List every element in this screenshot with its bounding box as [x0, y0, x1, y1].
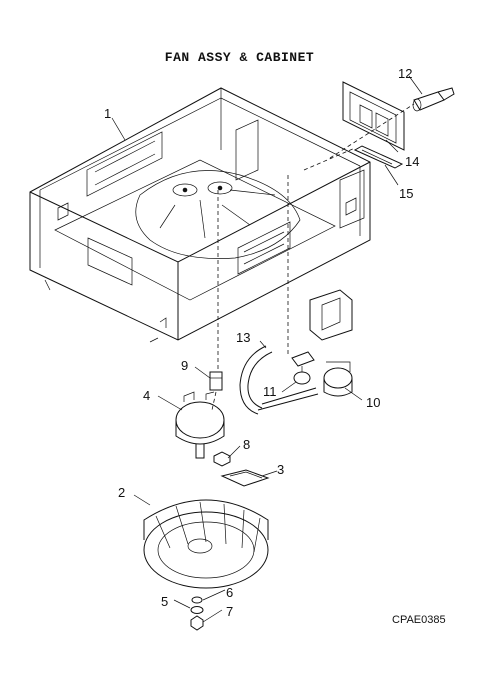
callout-11: 11: [263, 384, 277, 399]
callout-13: 13: [236, 330, 250, 345]
float-switch-part-11: [291, 351, 315, 385]
callout-15: 15: [399, 186, 413, 201]
coupling-part-9: [209, 371, 223, 391]
connector-part-12: [412, 87, 455, 112]
washer-part-5: [190, 606, 204, 614]
callout-5: 5: [161, 594, 168, 609]
callout-12: 12: [398, 66, 412, 81]
nut-part-7: [190, 615, 204, 631]
rail-part-15: [353, 145, 404, 169]
washer-part-6: [191, 596, 203, 604]
back-plate-part-14: [342, 81, 405, 151]
callout-1: 1: [104, 106, 111, 121]
assembly-guides: [211, 103, 415, 411]
drain-hose-part-13: [239, 345, 319, 415]
callout-14: 14: [405, 154, 419, 169]
callout-4: 4: [143, 388, 150, 403]
callout-9: 9: [181, 358, 188, 373]
nut-part-8: [213, 451, 231, 467]
drain-pump-part-10: [309, 289, 353, 397]
callout-labels: 1 2 3 4 5 6 7 8 9 10 11 12 13 14 15: [104, 66, 419, 619]
callout-6: 6: [226, 585, 233, 600]
drawing-code: CPAE0385: [392, 614, 446, 626]
leader-lines: [111, 75, 423, 623]
cabinet-part-1: [29, 87, 371, 343]
fan-motor-part-4: [175, 391, 225, 459]
bracket-part-3: [220, 469, 270, 487]
fan-wheel-part-2: [143, 499, 269, 589]
diagram-title: FAN ASSY & CABINET: [164, 50, 315, 65]
callout-7: 7: [226, 604, 233, 619]
callout-10: 10: [366, 395, 380, 410]
callout-3: 3: [277, 462, 284, 477]
callout-8: 8: [243, 437, 250, 452]
callout-2: 2: [118, 485, 125, 500]
